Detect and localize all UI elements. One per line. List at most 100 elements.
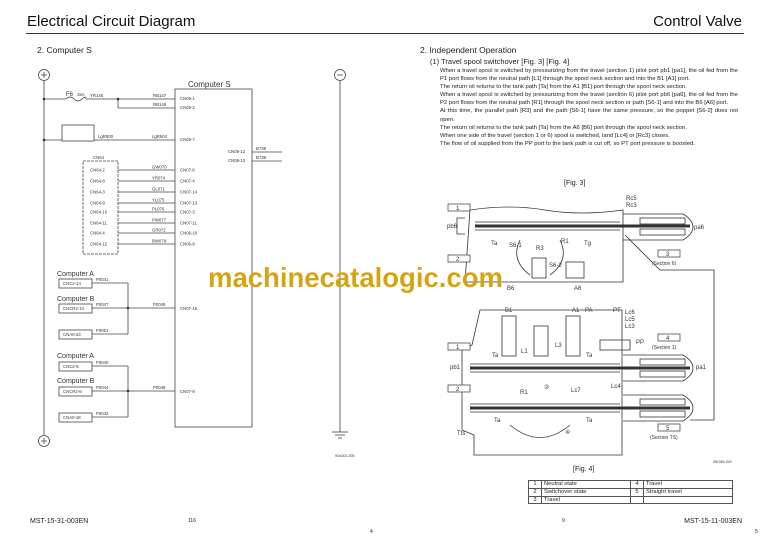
wire-label: P0042 (96, 411, 109, 416)
computer-b-label: Computer B (57, 296, 95, 303)
fig4-callout-2: 2 (456, 387, 460, 393)
sheet-number-right: 5 (755, 529, 758, 535)
wire-label: PW077 (152, 218, 167, 223)
watermark: machinecatalogic.com (208, 262, 503, 293)
wire-label: P0051 (96, 328, 109, 333)
computer-s-title: Computer S (188, 80, 231, 89)
port-label: Tts (457, 431, 465, 437)
pin-label: CNA0-23 (63, 332, 81, 337)
pin-label: CNCR2-14 (63, 306, 85, 311)
connector-label: CN64 (93, 155, 105, 160)
port-label: B6 (507, 286, 515, 292)
table-row: 1 Neutral state 4 Travel (528, 480, 733, 489)
table-row: 2 Switchover state 5 Straight travel (528, 487, 733, 497)
wire-label: RB148 (153, 102, 167, 107)
drawing-code: 9G6201-005 (335, 454, 355, 458)
table-cell: Neutral state (541, 480, 631, 489)
wire-label: GR072 (152, 228, 166, 233)
computer-a-label: Computer A (57, 271, 94, 278)
pin-label: CNCR2-6 (63, 389, 82, 394)
port-label: pb1 (450, 365, 461, 371)
description-text: When a travel spool is switched by press… (440, 67, 738, 148)
pin-label: CN07-6 (180, 168, 195, 173)
pin-label: CN64-10 (90, 210, 108, 215)
fuse-name: F6 (66, 92, 74, 98)
table-cell: Travel (541, 495, 631, 505)
wire-label: B739 (256, 155, 267, 160)
pin-label: CNC2-6 (63, 364, 79, 369)
paragraph: The flow of oil supplied from the PP por… (440, 140, 696, 147)
wire-label: P0044 (96, 385, 109, 390)
pin-label: CN07-8 (180, 389, 195, 394)
pin-label: CN06-10 (180, 231, 198, 236)
fig3-section-label: (Section 6) (652, 261, 677, 267)
pin-label: CNC2-14 (63, 281, 82, 286)
wire-label: LgR500 (98, 134, 114, 139)
pin-label: CN07-4 (180, 179, 195, 184)
port-label: Lc7 (571, 388, 581, 394)
port-label: S6-1 (509, 243, 522, 249)
wire-label: B738 (256, 146, 267, 151)
fig4-section-label: (Section TS) (650, 435, 678, 441)
pin-label: CN06-2 (180, 105, 195, 110)
wire-label: YR145 (90, 93, 104, 98)
wire-label: RB147 (153, 93, 167, 98)
port-label: S6-2 (549, 263, 562, 269)
port-label: B1 (505, 308, 513, 314)
wire-label: BW078 (152, 239, 167, 244)
paragraph: The return oil returns to the tank path … (440, 124, 687, 131)
port-label: A6 (574, 286, 582, 292)
port-label: A1 (572, 308, 580, 314)
port-label: Lc3 (625, 324, 635, 330)
fig4-callout-1: 1 (456, 345, 460, 351)
pin-label: CN64-2 (90, 168, 105, 173)
fig3-callout-2: 2 (456, 257, 460, 263)
pin-label: CN64-12 (90, 242, 108, 247)
pin-label: CN07-3 (180, 210, 195, 215)
port-label: L3 (555, 343, 562, 349)
fig3-callout-1: 1 (456, 206, 460, 212)
port-label: L1 (521, 349, 528, 355)
computer-a-label: Computer A (57, 353, 94, 360)
table-cell: 4 (630, 480, 644, 489)
table-cell: 2 (528, 487, 542, 497)
fig4-callout-5: 5 (666, 426, 670, 432)
fig3-callout-3: 3 (666, 252, 670, 258)
port-label: Rc5 (626, 196, 637, 202)
table-cell: 1 (528, 480, 542, 489)
fig4-section-label: (Section 1) (652, 345, 677, 351)
left-page-number: 116 (188, 518, 196, 524)
left-section-heading: 2. Computer S (37, 45, 92, 55)
pin-label: CN06-1 (180, 96, 195, 101)
wire-label: P0040 (96, 360, 109, 365)
computer-b-label: Computer B (57, 378, 95, 385)
wire-label: GL071 (152, 187, 166, 192)
wire-label: P0049 (153, 302, 166, 307)
sheet-number-left: 4 (370, 529, 373, 535)
port-label: Rc3 (626, 203, 637, 209)
fuse-rating: 15A (77, 92, 85, 97)
wire-label: PL076 (152, 207, 165, 212)
wire-label: YL075 (152, 198, 165, 203)
table-cell (643, 495, 733, 505)
fig4-callout-4: 4 (666, 336, 670, 342)
pin-label: CN64-3 (90, 190, 105, 195)
paragraph: At this time, the parallel path [R3] and… (440, 108, 738, 123)
pin-label: CN64-8 (90, 179, 105, 184)
port-label: pa1 (696, 365, 707, 371)
pin-label: CN64-4 (90, 231, 105, 236)
table-cell: 3 (528, 495, 542, 505)
wire-label: YR074 (152, 176, 166, 181)
right-page-number: 9 (562, 518, 565, 524)
port-label: pa6 (694, 225, 705, 231)
pin-label: CN07-11 (180, 221, 197, 226)
port-label: Ta (494, 418, 501, 424)
port-label: PA (585, 308, 593, 314)
port-label: Ta (492, 353, 499, 359)
port-label: ② (544, 384, 549, 391)
wire-label: P0047 (96, 302, 109, 307)
pin-label: CN07-16 (180, 306, 198, 311)
fig4-caption: [Fig. 4] (573, 466, 595, 473)
